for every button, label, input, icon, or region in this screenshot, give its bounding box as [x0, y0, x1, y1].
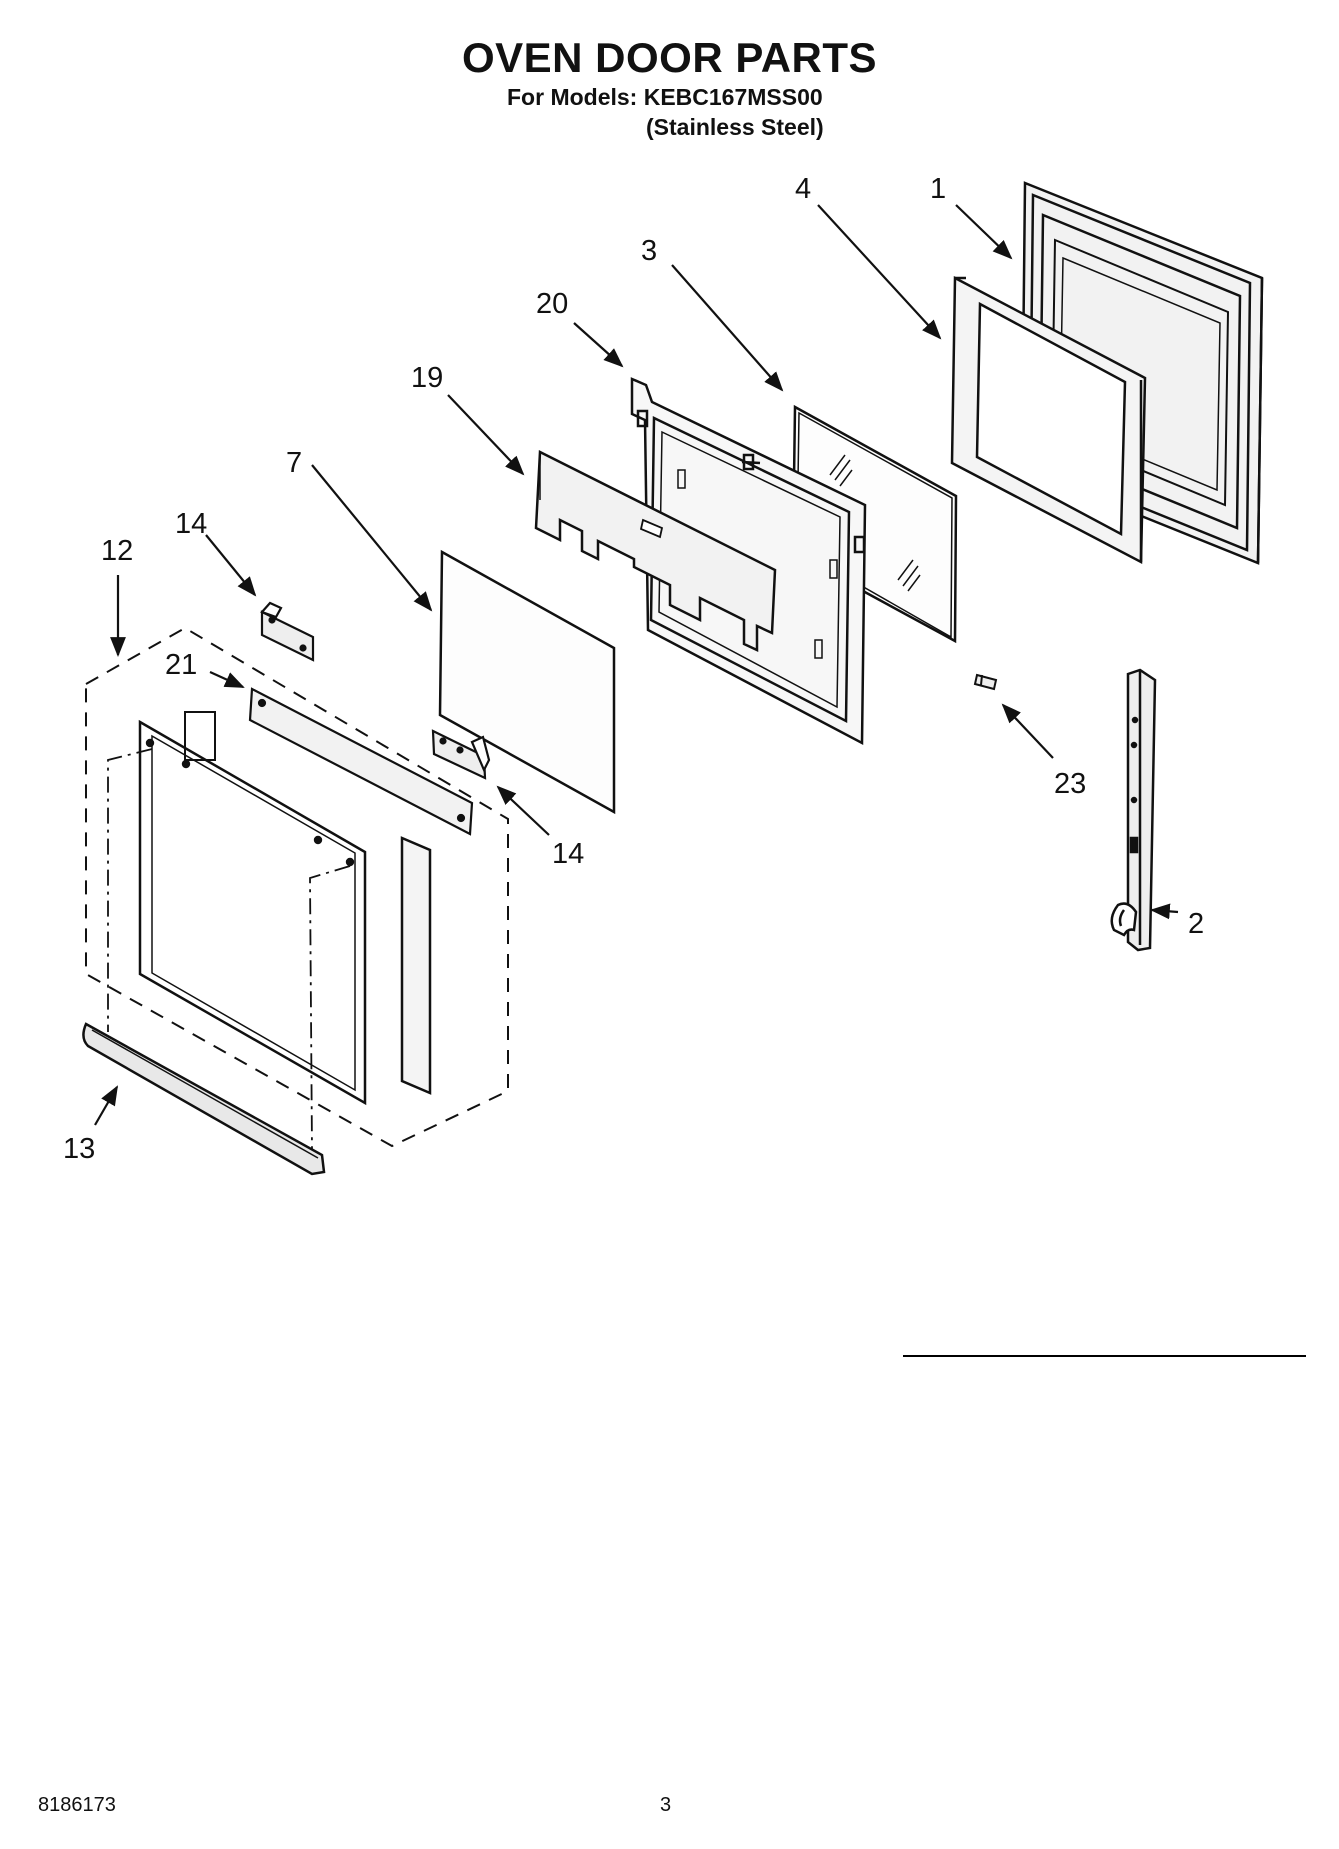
callout-13: 13: [63, 1133, 95, 1165]
part-21-strip: [248, 687, 474, 836]
callout-2: 2: [1188, 908, 1204, 940]
callout-7: 7: [286, 447, 302, 479]
models-line: For Models: KEBC167MSS00: [507, 84, 823, 110]
page-title: OVEN DOOR PARTS: [461, 34, 878, 81]
callout-labels: 1 2 3 4 7 12 13 14 14 19 20 21 23: [63, 173, 1204, 1165]
document-number: 8186173: [38, 1794, 116, 1816]
part-19-shield: [534, 450, 777, 652]
part-2-hinge: [1110, 668, 1157, 952]
page-number: 3: [660, 1794, 672, 1816]
callout-21: 21: [165, 649, 197, 681]
divider-rule: [903, 1355, 1306, 1357]
part-23-clip: [973, 673, 998, 691]
part-14-bracket-bottom: [431, 729, 491, 780]
finish-line: (Stainless Steel): [646, 114, 824, 140]
callout-20: 20: [536, 288, 568, 320]
callout-19: 19: [411, 362, 443, 394]
callout-12: 12: [101, 535, 133, 567]
part-4-door-frame: [950, 275, 1147, 565]
callout-14-top: 14: [175, 508, 207, 540]
part-13-handle-trim: [82, 1022, 326, 1176]
callout-23: 23: [1054, 768, 1086, 800]
callout-1: 1: [930, 173, 946, 205]
callout-4: 4: [795, 173, 811, 205]
leader-lines: [94, 204, 1179, 1126]
part-14-bracket-top: [260, 601, 315, 662]
callout-3: 3: [641, 235, 657, 267]
part-12-door-assembly: [85, 626, 509, 1151]
part-7-inner-glass: [438, 549, 616, 815]
callout-14-bottom: 14: [552, 838, 584, 870]
